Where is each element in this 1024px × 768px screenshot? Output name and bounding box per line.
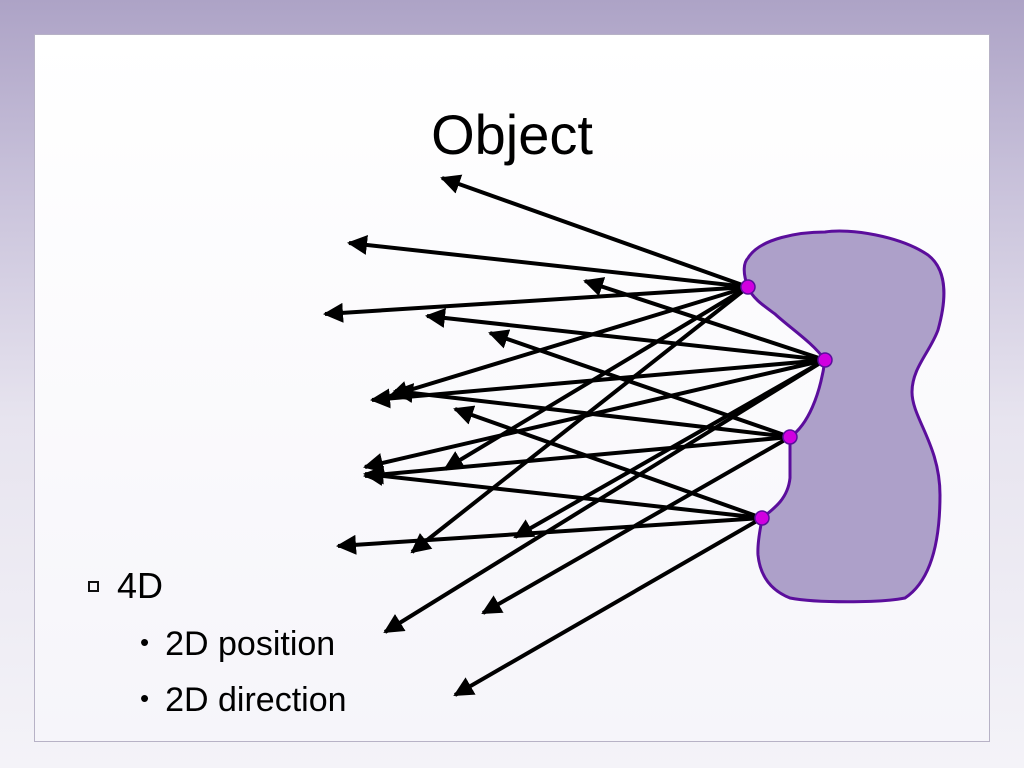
ray [453, 405, 763, 520]
ray [388, 285, 749, 401]
ray [363, 435, 791, 485]
bullet-main-text: 4D [117, 565, 164, 606]
surface-points [740, 279, 833, 526]
surface-point [782, 429, 798, 445]
square-bullet-icon [88, 581, 99, 592]
ray [370, 358, 826, 409]
dot-bullet-icon: • [140, 683, 150, 713]
ray [440, 174, 749, 289]
slide-title: Object [431, 103, 593, 166]
object-shape [742, 229, 946, 604]
ray [393, 383, 791, 439]
bullet-sub-direction: • 2D direction [140, 681, 347, 720]
bullet-sub-position: • 2D position [140, 625, 335, 664]
ray [347, 235, 749, 289]
ray [453, 516, 763, 697]
bullet-sub-text: 2D direction [165, 681, 347, 719]
surface-point [817, 352, 833, 368]
ray [383, 358, 827, 634]
surface-point [754, 510, 770, 526]
ray [425, 308, 826, 362]
ray [488, 329, 791, 439]
ray [410, 285, 750, 554]
ray [443, 285, 750, 471]
bullet-main: 4D [88, 565, 163, 607]
surface-point [740, 279, 756, 295]
rays [323, 174, 827, 697]
ray [323, 285, 749, 323]
ray [336, 516, 763, 555]
ray [583, 277, 826, 362]
bullet-sub-text: 2D position [165, 625, 336, 663]
dot-bullet-icon: • [140, 627, 150, 657]
ray [363, 466, 763, 520]
